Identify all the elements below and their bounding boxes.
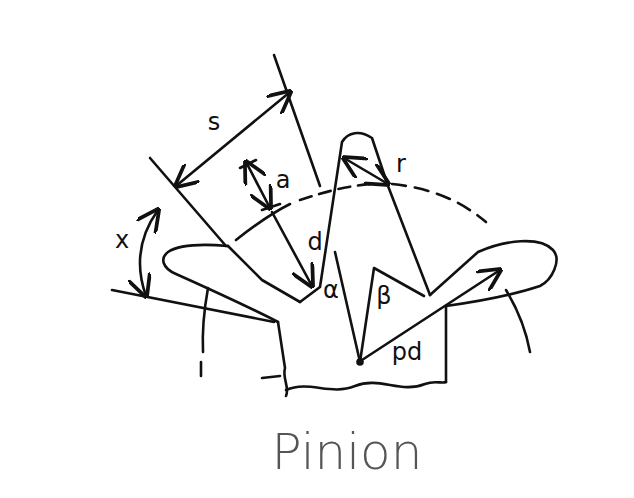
dimension-label: r <box>396 152 406 176</box>
dimension-arrow <box>246 162 270 208</box>
caption: Pinion <box>272 427 423 477</box>
radius-line <box>335 252 360 362</box>
dimension-label: a <box>276 168 291 192</box>
dimension-arrow <box>272 212 312 286</box>
dimension-arrow <box>176 92 290 186</box>
extension-line <box>112 290 274 322</box>
pitch-circle <box>203 288 208 352</box>
tooth-flank <box>228 246 300 302</box>
angle-label: x <box>115 228 129 252</box>
dimension-label: d <box>307 230 322 254</box>
pitch-circle <box>300 184 372 200</box>
pinion-body <box>278 322 287 396</box>
pinion-body <box>262 376 280 378</box>
central-tooth <box>300 133 430 302</box>
angle-label: β <box>376 284 391 308</box>
extension-line <box>150 158 226 246</box>
angle-label: α <box>323 278 339 302</box>
pitch-circle <box>506 290 530 352</box>
break-line <box>286 382 446 390</box>
dimension-arrow <box>344 158 388 184</box>
angle-arrow <box>140 210 158 296</box>
pitch-circle <box>392 184 486 222</box>
tick-mark <box>240 160 280 210</box>
dimension-label: s <box>208 110 221 134</box>
pitch-radius-arrow <box>362 270 500 360</box>
extension-line <box>274 55 320 186</box>
pinion-body <box>445 306 448 382</box>
pitch-circle <box>200 362 203 376</box>
dimension-label: pd <box>392 340 422 364</box>
